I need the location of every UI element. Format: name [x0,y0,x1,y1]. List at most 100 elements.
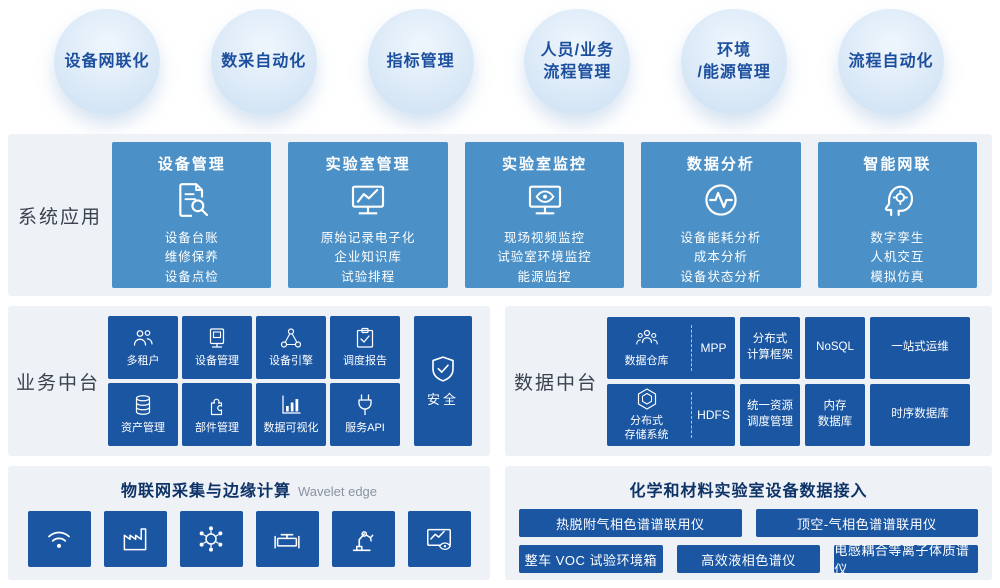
app-card-data-analysis: 数据分析 设备能耗分析 成本分析 设备状态分析 [641,142,801,288]
combo-main: 数据仓库 [607,327,686,369]
tile-dispatch-report: 调度报告 [330,316,400,379]
tile-unified-resource-scheduling: 统一资源 调度管理 [740,383,800,446]
wireless-sensor-icon [44,524,74,554]
ai-head-icon [877,180,917,220]
pulse-circle-icon [701,180,741,220]
section-label-system-applications: 系统应用 [17,206,102,228]
tile-one-stop-ops: 一站式运维 [870,316,970,379]
robot-arm-icon [348,524,378,554]
tile-nosql: NoSQL [805,316,865,379]
lab-instrument-access-panel: 化学和材料实验室设备数据接入 热脱附气相色谱谱联用仪 顶空-气相色谱谱联用仪 整… [505,466,992,580]
tile-label: 设备管理 [195,355,239,368]
iot-edge-title: 物联网采集与边缘计算 [120,483,291,500]
app-card-laboratory-monitoring: 实验室监控 现场视频监控 试验室环境监控 能源监控 [464,142,625,288]
tile-label: 部件管理 [195,422,239,435]
combo-main: 分布式 存储系统 [607,387,686,443]
capability-personnel-process-management: 人员/业务 流程管理 [524,9,631,115]
capability-equipment-networking: 设备网联化 [54,9,160,115]
tile-service-api: 服务API [330,383,400,446]
app-card-features: 设备台账 维修保养 设备点检 [164,231,219,284]
app-card-intelligent-connectivity: 智能网联 数字孪生 人机交互 模拟仿真 [817,142,978,288]
monitor-chart-icon [348,180,388,220]
tile-asset-management: 资产管理 [108,383,178,446]
data-platform-row-2: 分布式 存储系统 HDFS 统一资源 调度管理 内存 数据库 时序数据库 [607,383,970,446]
tile-distributed-computing-framework: 分布式 计算框架 [740,316,800,379]
tile-label: 安全 [426,391,459,407]
tile-device-engine: 设备引擎 [256,316,326,379]
tile-label: 调度报告 [343,355,387,368]
app-cards: 设备管理 设备台账 维修保养 设备点检 实验室管理 原始记录电子化 企业知识库 … [112,142,992,288]
shield-check-icon [428,354,458,384]
capability-label: 流程自动化 [848,52,934,70]
app-card-equipment-management: 设备管理 设备台账 维修保养 设备点检 [112,142,272,288]
app-card-features: 现场视频监控 试验室环境监控 能源监控 [497,231,592,284]
app-card-title: 实验室监控 [502,156,588,173]
valve-icon [272,524,302,554]
hexagon-storage-icon [635,387,659,411]
monitor-eye-icon [525,180,565,220]
iot-edge-title-row: 物联网采集与边缘计算 Wavelet edge [8,477,490,501]
document-search-icon [172,180,212,220]
tile-thermal-desorption-gc: 热脱附气相色谱谱联用仪 [519,509,742,537]
capabilities-row: 设备网联化 数采自动化 指标管理 人员/业务 流程管理 环境 /能源管理 流程自… [54,9,944,115]
clipboard-check-icon [353,326,377,350]
capability-label: 设备网联化 [64,52,150,70]
network-cluster-icon [196,524,226,554]
tile-wireless-sensor [27,511,91,567]
tile-network-cluster [179,511,243,567]
lab-access-title: 化学和材料实验室设备数据接入 [629,483,868,500]
database-icon [131,393,155,417]
tile-vehicle-voc-chamber: 整车 VOC 试验环境箱 [519,545,663,573]
tile-time-series-database: 时序数据库 [870,383,970,446]
tile-label: 服务API [345,422,385,435]
business-platform-tiles: 多租户 设备管理 设备引擎 调度报告 资产管理 部件管理 [108,316,400,446]
factory-icon [120,524,150,554]
section-label-business-platform: 业务中台 [15,372,100,394]
tile-monitor-analytics [407,511,471,567]
app-card-features: 原始记录电子化 企业知识库 试验排程 [320,231,416,284]
section-label-data-platform: 数据中台 [513,372,598,394]
capability-label: 指标管理 [386,52,455,70]
tile-equipment-management: 设备管理 [182,316,252,379]
tile-in-memory-database: 内存 数据库 [805,383,865,446]
combo-sub-label: HDFS [691,391,735,438]
tile-multi-tenant: 多租户 [108,316,178,379]
app-card-title: 实验室管理 [325,156,411,173]
tile-valve [255,511,319,567]
puzzle-icon [205,393,229,417]
data-platform-panel: 数据中台 数据仓库 MPP 分布式 计算框架 NoSQL 一站式运维 [505,306,992,456]
capability-data-acquisition-automation: 数采自动化 [210,9,317,115]
tile-label: 多租户 [126,355,160,368]
tile-data-warehouse-mpp: 数据仓库 MPP [607,316,735,379]
app-card-features: 数字孪生 人机交互 模拟仿真 [870,231,925,284]
combo-sub-label: MPP [691,324,735,371]
bar-chart-icon [279,393,303,417]
system-applications-panel: 系统应用 设备管理 设备台账 维修保养 设备点检 实验室管理 原始记录电子化 企… [8,134,992,296]
tile-distributed-storage-hdfs: 分布式 存储系统 HDFS [607,383,735,446]
monitor-analytics-icon [424,524,454,554]
tile-parts-management: 部件管理 [182,383,252,446]
lab-instruments-row-1: 热脱附气相色谱谱联用仪 顶空-气相色谱谱联用仪 [519,509,978,537]
tile-robot-arm [331,511,395,567]
capability-label: 环境 /能源管理 [697,41,771,81]
capability-label: 人员/业务 流程管理 [540,41,615,81]
tile-label: 资产管理 [121,422,165,435]
iot-edge-subtitle: Wavelet edge [298,484,378,499]
nodes-icon [279,326,303,350]
data-platform-row-1: 数据仓库 MPP 分布式 计算框架 NoSQL 一站式运维 [607,316,970,379]
tile-data-visualization: 数据可视化 [256,383,326,446]
capability-process-automation: 流程自动化 [837,9,944,115]
device-icon [205,326,229,350]
people-group-icon [635,327,659,351]
app-card-features: 设备能耗分析 成本分析 设备状态分析 [680,231,762,284]
users-icon [131,326,155,350]
capability-environment-energy-management: 环境 /能源管理 [681,9,788,115]
tile-label: 数据可视化 [263,422,319,435]
capability-label: 数采自动化 [221,52,307,70]
capability-indicator-management: 指标管理 [367,9,474,115]
tile-factory [103,511,167,567]
business-platform-panel: 业务中台 多租户 设备管理 设备引擎 调度报告 资产管理 [8,306,490,456]
iot-edge-tiles [8,511,490,567]
tile-label: 分布式 存储系统 [624,414,669,441]
